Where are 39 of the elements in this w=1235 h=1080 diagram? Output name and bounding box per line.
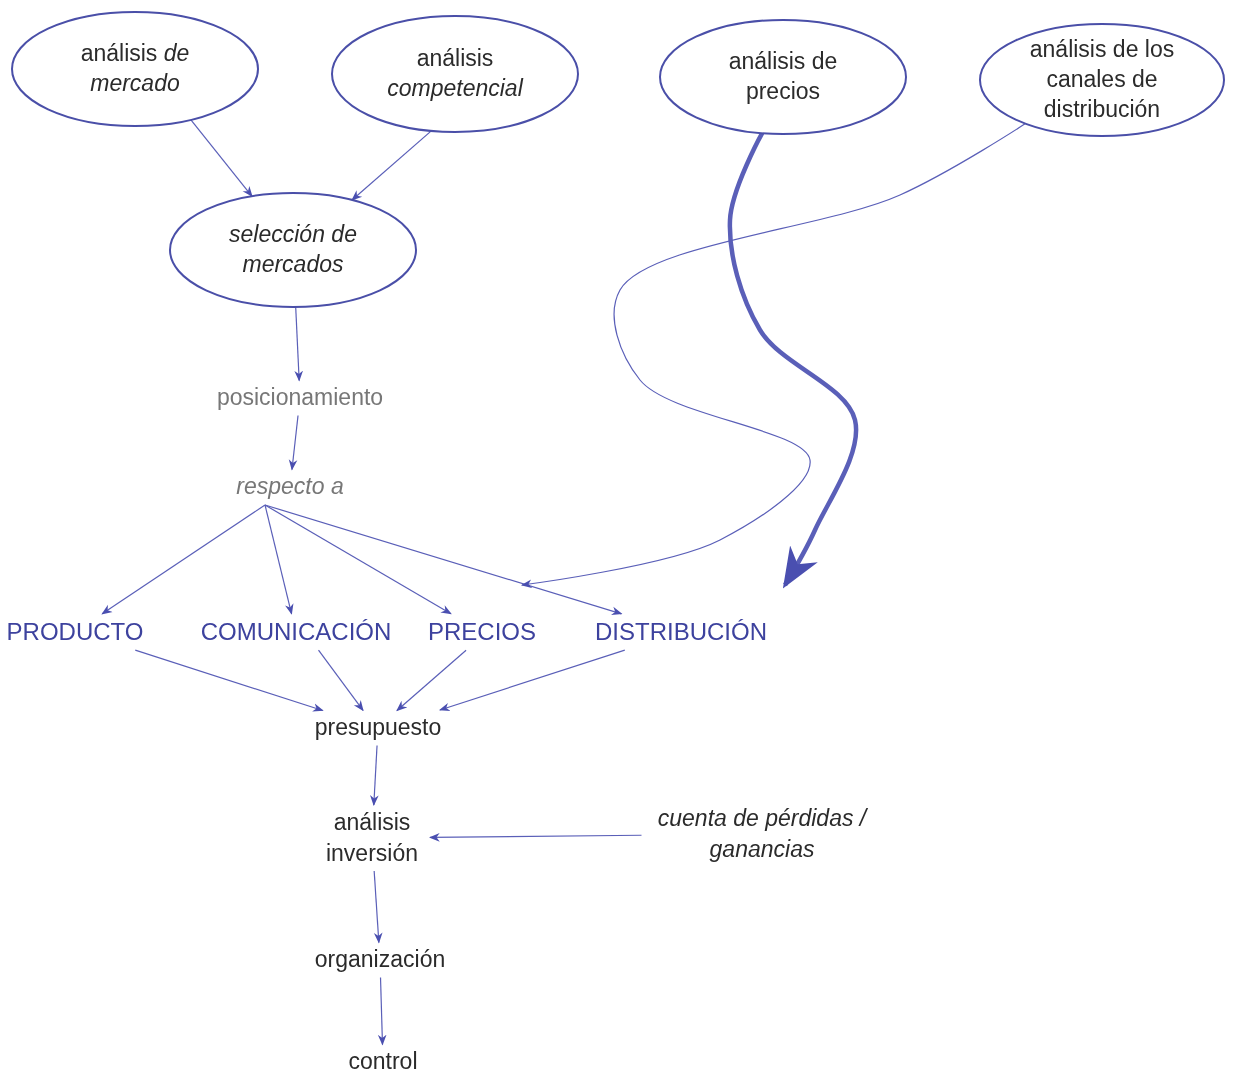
oval-node (978, 22, 1226, 138)
step-label: respecto a (236, 471, 344, 503)
step-label: análisis inversión (317, 806, 427, 870)
step-label: organización (314, 944, 446, 976)
step-label: PRODUCTO (6, 615, 144, 649)
arrow (101, 504, 266, 615)
oval-node (168, 191, 418, 309)
arrow (294, 306, 304, 382)
arrow (438, 649, 626, 712)
step-label: presupuesto (314, 712, 442, 744)
node-label: análisis de precios (727, 47, 839, 106)
oval-node (10, 10, 260, 128)
step-label: PRECIOS (428, 615, 536, 649)
node-label: análisis competencial (386, 44, 525, 103)
step-label: control (348, 1046, 418, 1078)
node-label: análisis de mercado (79, 39, 191, 98)
oval-node (658, 18, 908, 136)
arrow (351, 130, 432, 201)
step-label: posicionamiento (216, 382, 384, 414)
arrow (370, 744, 379, 807)
arrow (264, 504, 623, 616)
node-label: selección de mercados (228, 220, 358, 279)
arrow (134, 649, 324, 712)
node-label: análisis de los canales de distribución (1028, 35, 1176, 124)
step-label: cuenta de pérdidas / ganancias (644, 802, 880, 866)
arrow (377, 976, 387, 1046)
arrow (264, 504, 452, 615)
arrow (727, 132, 859, 589)
arrow (264, 504, 294, 615)
oval-node (330, 14, 580, 134)
arrow (288, 414, 299, 471)
step-label: DISTRIBUCIÓN (595, 615, 767, 649)
step-label: COMUNICACIÓN (200, 615, 392, 649)
arrow (396, 649, 467, 712)
arrow (317, 649, 364, 712)
arrow (373, 870, 383, 944)
arrow (190, 119, 253, 198)
arrow (520, 123, 1027, 588)
arrow (428, 833, 643, 842)
